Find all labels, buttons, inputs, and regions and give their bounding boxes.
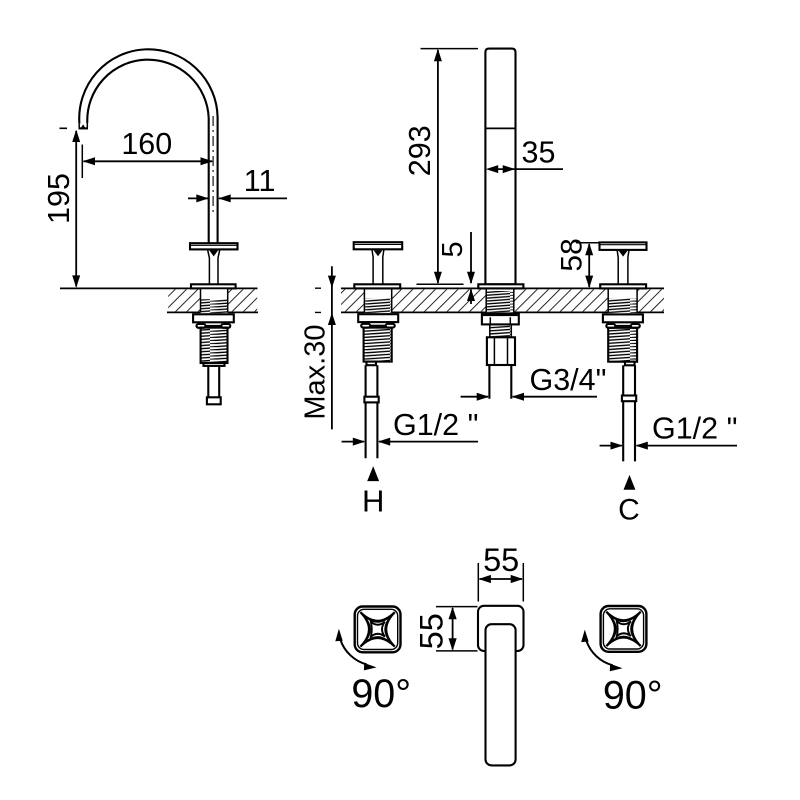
svg-text:Max.30: Max.30 xyxy=(299,325,331,420)
svg-text:55: 55 xyxy=(413,613,449,649)
svg-text:11: 11 xyxy=(244,164,276,198)
svg-text:160: 160 xyxy=(121,127,172,161)
svg-text:35: 35 xyxy=(522,135,556,169)
svg-text:H: H xyxy=(362,484,384,519)
svg-text:58: 58 xyxy=(556,238,589,271)
svg-text:C: C xyxy=(618,493,640,526)
svg-text:G1/2 ": G1/2 " xyxy=(393,408,478,442)
svg-text:195: 195 xyxy=(42,173,76,224)
svg-text:90°: 90° xyxy=(351,672,411,716)
svg-text:5: 5 xyxy=(437,241,469,257)
svg-text:G1/2 ": G1/2 " xyxy=(652,412,737,446)
svg-text:G3/4": G3/4" xyxy=(530,363,607,397)
svg-text:293: 293 xyxy=(403,125,437,176)
svg-text:90°: 90° xyxy=(603,673,663,717)
svg-text:55: 55 xyxy=(483,542,519,578)
